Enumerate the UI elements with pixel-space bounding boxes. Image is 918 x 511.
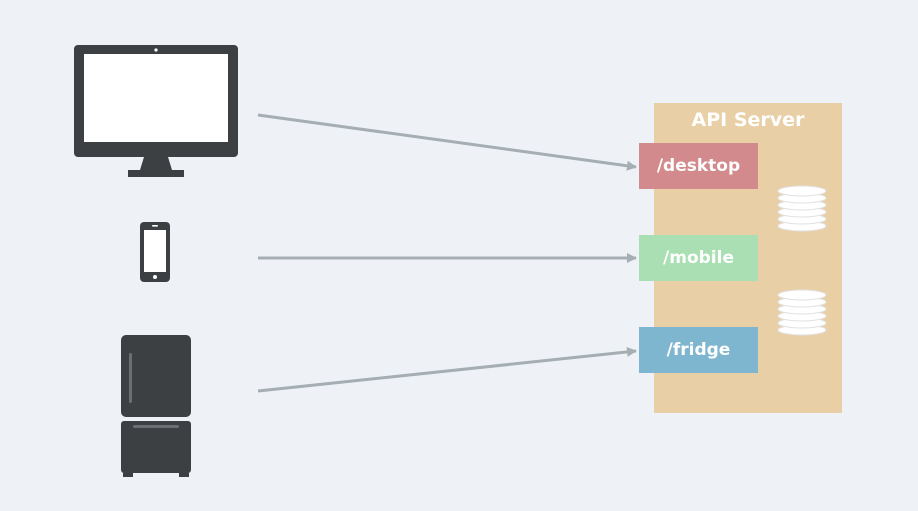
- smartphone-icon: [140, 222, 170, 282]
- endpoint-desktop-label: /desktop: [656, 156, 741, 176]
- endpoint-mobile: /mobile: [639, 235, 758, 281]
- endpoint-fridge: /fridge: [639, 327, 758, 373]
- endpoint-fridge-label: /fridge: [666, 340, 731, 360]
- refrigerator-icon: [121, 335, 191, 477]
- desktop-monitor-icon: [74, 45, 238, 177]
- database-icon: [777, 289, 827, 336]
- arrow-desktop: [257, 113, 637, 171]
- database-icon: [777, 185, 827, 232]
- endpoint-mobile-label: /mobile: [663, 248, 734, 268]
- endpoint-desktop: /desktop: [639, 143, 758, 189]
- arrow-fridge: [257, 346, 637, 393]
- api-server-title: API Server: [691, 109, 805, 131]
